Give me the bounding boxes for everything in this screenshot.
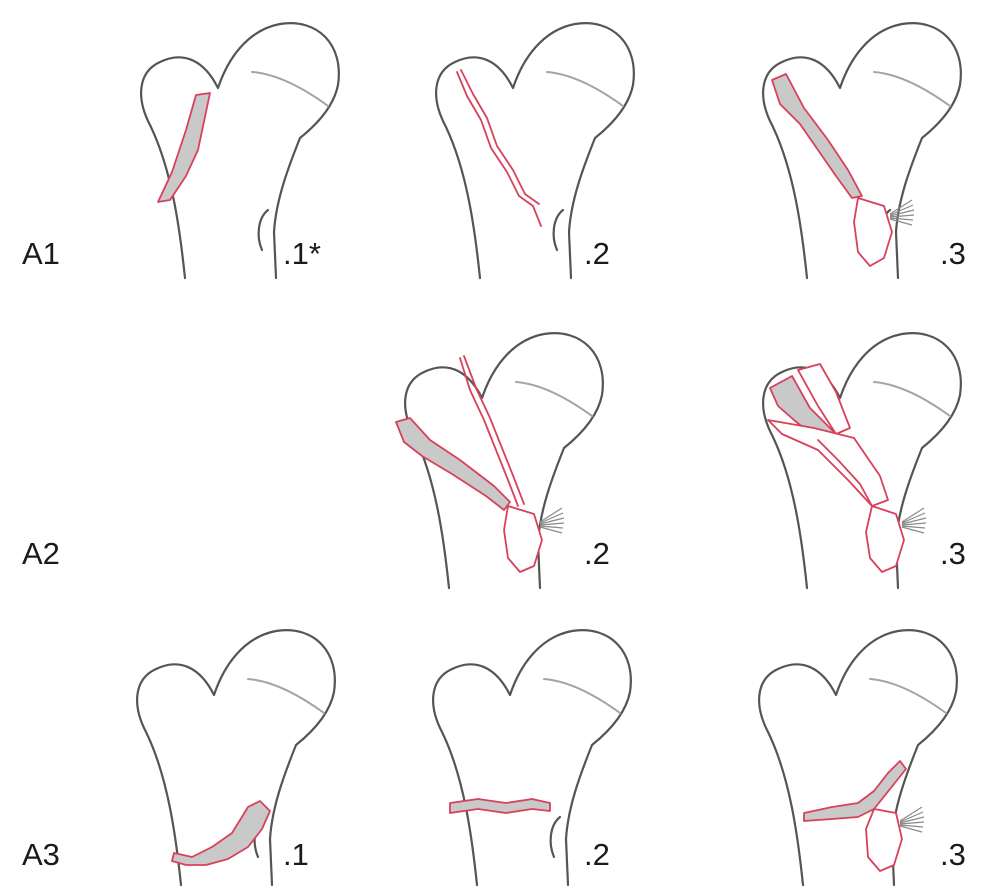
a3-3-femur [759, 630, 957, 885]
row-label-a3: A3 [22, 839, 60, 870]
subtype-label-a3-3: .3 [940, 839, 966, 870]
row-label-a2: A2 [22, 538, 60, 569]
subtype-label-a3-2: .2 [584, 839, 610, 870]
subtype-label-a3-1: .1 [283, 839, 309, 870]
subtype-label-a1-1: .1* [283, 238, 321, 269]
a2-2-femur [396, 333, 603, 588]
subtype-label-a1-3: .3 [940, 238, 966, 269]
a1-3-femur [763, 23, 961, 278]
subtype-label-a2-2: .2 [584, 538, 610, 569]
a2-3-femur [763, 333, 961, 588]
subtype-label-a1-2: .2 [584, 238, 610, 269]
a3-3-trochanter-fragment [866, 809, 902, 871]
row-label-a1: A1 [22, 238, 60, 269]
subtype-label-a2-3: .3 [940, 538, 966, 569]
